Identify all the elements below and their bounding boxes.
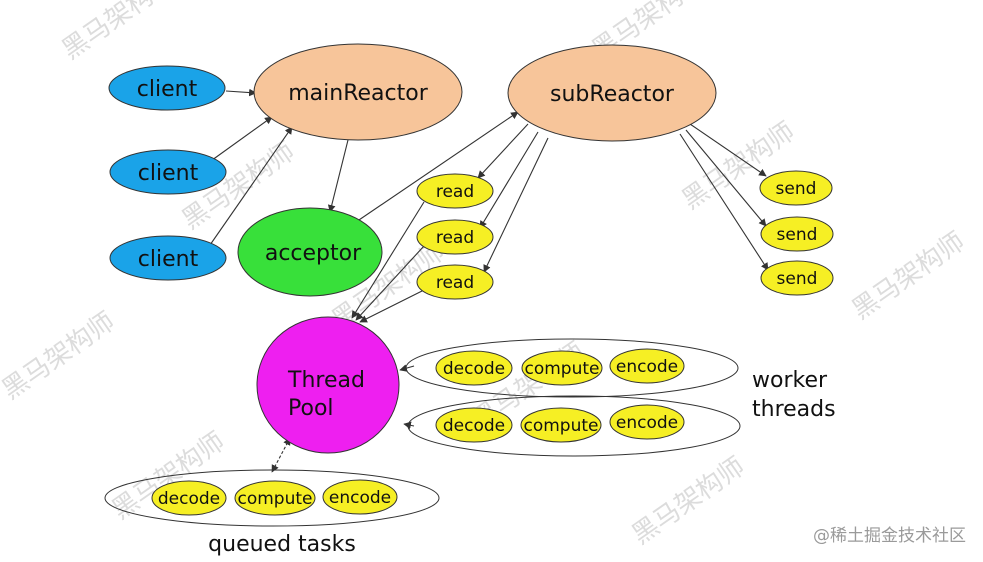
compute-label: compute — [525, 359, 600, 379]
thread-pool-label-line1: Thread — [287, 368, 365, 393]
sub-reactor-node: subReactor — [507, 44, 717, 142]
client-node-3: client — [109, 235, 227, 281]
arrow-pool-queue — [271, 437, 291, 473]
decode-label: decode — [443, 416, 505, 436]
compute-label: compute — [524, 416, 599, 436]
arrow-sub-send2 — [685, 129, 767, 227]
read-node-3: read — [416, 264, 494, 300]
read-label: read — [436, 273, 474, 293]
site-watermark: @稀土掘金技术社区 — [813, 526, 966, 546]
send-label: send — [777, 225, 818, 245]
encode-label: encode — [329, 488, 391, 508]
watermark-text: 黑马架构师 — [627, 452, 751, 551]
client-node-1: client — [108, 65, 226, 111]
thread-pool-node: Thread Pool — [256, 316, 400, 454]
connector-layer — [207, 88, 769, 473]
sub-reactor-label: subReactor — [550, 82, 675, 107]
arrow-acceptor-sub — [355, 111, 519, 223]
worker-thread-group-1: decode compute encode — [405, 338, 739, 398]
queued-tasks-group: decode compute encode — [104, 469, 440, 527]
watermark-text: 黑马架构师 — [57, 0, 181, 66]
read-label: read — [436, 228, 474, 248]
watermark-text: 黑马架构师 — [0, 307, 121, 406]
arrow-client2-main — [207, 116, 273, 164]
read-label: read — [436, 182, 474, 202]
arrow-read2-pool — [355, 245, 425, 321]
send-node-1: send — [759, 170, 833, 206]
compute-label: compute — [238, 489, 313, 509]
arrow-main-acceptor — [327, 139, 349, 213]
arrow-sub-read3 — [483, 137, 549, 273]
read-node-2: read — [416, 219, 494, 255]
client-label: client — [137, 77, 198, 102]
worker-threads-label-line2: threads — [752, 397, 836, 422]
watermark-text: 黑马架构师 — [847, 227, 971, 326]
arrow-client1-main — [225, 88, 257, 97]
encode-label: encode — [616, 357, 678, 377]
arrow-worker2-pool — [403, 421, 415, 430]
worker-threads-label-line1: worker — [752, 368, 828, 393]
queued-tasks-label: queued tasks — [208, 532, 356, 557]
thread-pool-label-line2: Pool — [288, 396, 334, 421]
acceptor-node: acceptor — [237, 207, 383, 297]
main-reactor-label: mainReactor — [288, 81, 428, 106]
arrow-sub-read1 — [477, 123, 529, 179]
client-node-2: client — [109, 149, 227, 195]
decode-label: decode — [158, 489, 220, 509]
arrow-client3-main — [209, 126, 293, 246]
main-reactor-node: mainReactor — [253, 43, 463, 141]
send-label: send — [777, 269, 818, 289]
arrow-sub-send3 — [679, 133, 769, 271]
acceptor-label: acceptor — [265, 241, 362, 266]
arrow-read1-pool — [351, 201, 425, 319]
arrow-read3-pool — [359, 289, 425, 323]
client-label: client — [138, 247, 199, 272]
encode-label: encode — [616, 413, 678, 433]
arrow-worker1-pool — [399, 364, 415, 372]
worker-thread-group-2: decode compute encode — [407, 395, 741, 457]
send-node-2: send — [760, 216, 834, 252]
decode-label: decode — [443, 359, 505, 379]
send-node-3: send — [760, 260, 834, 296]
arrow-sub-send1 — [689, 123, 767, 177]
arrow-sub-read2 — [479, 131, 539, 229]
client-label: client — [138, 161, 199, 186]
read-node-1: read — [416, 173, 494, 209]
send-label: send — [776, 179, 817, 199]
